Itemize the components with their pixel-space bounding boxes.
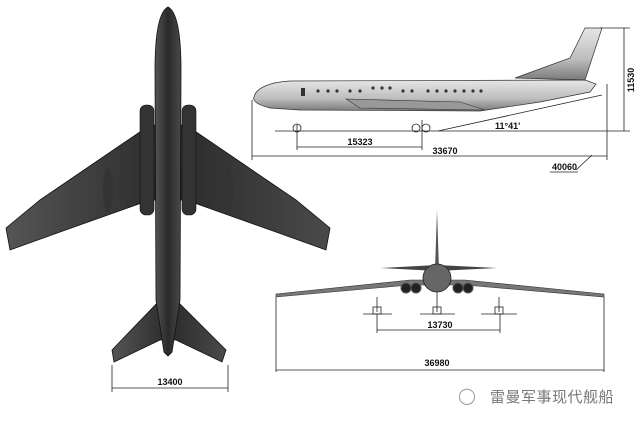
top-gear-pod-right: [223, 168, 233, 212]
overall-length-label: 40060: [552, 162, 577, 172]
stabilizer-span-label: 13400: [157, 377, 182, 387]
front-fuselage: [422, 263, 452, 293]
front-view: 13730 36980: [275, 210, 605, 372]
top-fuselage: [154, 6, 182, 357]
watermark-text: 雷曼军事现代舰船: [490, 388, 615, 406]
front-landing-gear: [363, 292, 517, 315]
height-label: 11530: [626, 68, 636, 93]
top-view: 13400: [5, 6, 331, 392]
gear-base-label: 15323: [347, 137, 372, 147]
side-fin: [514, 27, 603, 81]
wingspan-label: 36980: [424, 358, 449, 368]
fuselage-length-label: 33670: [432, 146, 457, 156]
top-engine-right: [181, 104, 197, 216]
top-engine-left: [139, 104, 155, 216]
front-fin: [435, 210, 439, 270]
tail-angle-label: 11°41': [495, 121, 520, 131]
main-gear-wheel: [411, 123, 421, 133]
top-gear-pod-left: [103, 168, 113, 212]
gear-track-label: 13730: [427, 320, 452, 330]
side-fuselage: [253, 79, 597, 112]
side-view: 11°41' 15323 33670 11530 40060: [251, 27, 636, 173]
front-engines: [400, 282, 474, 294]
wechat-icon: ◯: [458, 386, 476, 405]
side-engine-nacelle: [344, 98, 486, 111]
side-windows: [301, 86, 483, 96]
